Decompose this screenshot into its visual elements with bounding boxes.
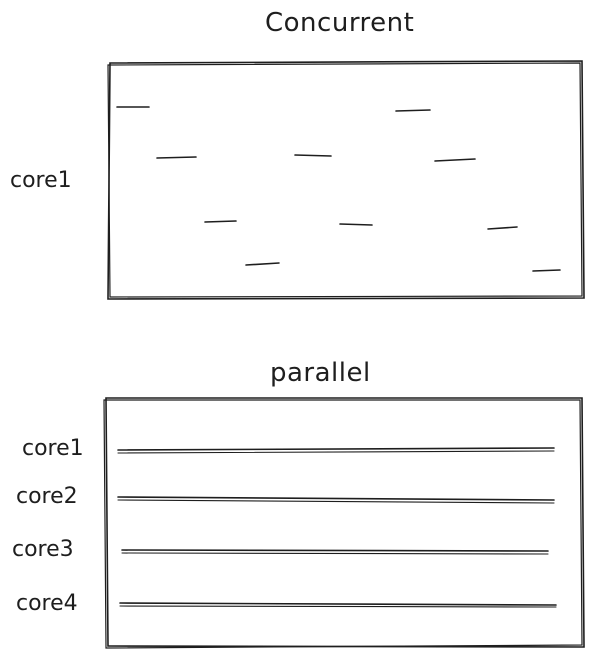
parallel-core3-label: core3 [12,537,74,562]
core2-line [117,496,555,501]
task-segment [204,220,237,223]
core4-line [119,605,557,608]
parallel-core4-label: core4 [16,591,78,616]
core1-line [117,447,555,451]
task-segment [434,158,476,162]
task-segment [395,109,431,112]
task-segment [487,226,518,230]
core3-line [121,552,549,555]
concurrent-core1-label: core1 [10,168,72,193]
core3-line [121,549,549,552]
parallel-core-lines [117,447,557,608]
task-segment [532,269,561,272]
task-segment [156,156,197,159]
parallel-core1-label: core1 [22,436,84,461]
core4-line [119,602,557,606]
concurrent-box [107,60,585,300]
concurrent-task-segments [116,106,561,272]
parallel-core2-label: core2 [16,484,78,509]
core1-line [117,450,555,454]
task-segment [245,262,280,266]
core2-line [117,499,555,504]
parallel-box [103,397,585,649]
task-segment [339,223,373,226]
parallel-title: parallel [270,358,371,388]
task-segment [294,154,332,157]
concurrent-title: Concurrent [265,8,415,38]
